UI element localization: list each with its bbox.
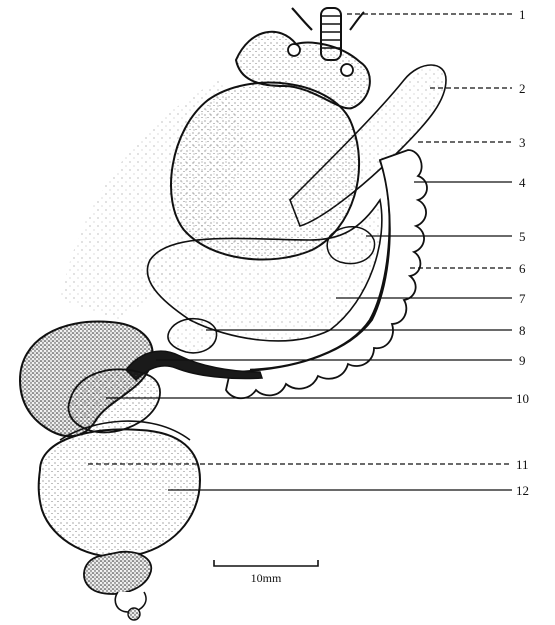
callout-label-3: 3	[519, 135, 526, 150]
callout-labels: 1 2 3 4 5 6 7 8 9 10 11 12	[516, 7, 529, 498]
organ-8	[168, 319, 217, 353]
callout-label-10: 10	[516, 391, 529, 406]
scale-bar: 10mm	[214, 560, 318, 585]
callout-label-12: 12	[516, 483, 529, 498]
scale-bar-label: 10mm	[251, 571, 282, 585]
callout-label-9: 9	[519, 353, 526, 368]
lower-lobe	[39, 429, 200, 557]
callout-label-11: 11	[516, 457, 529, 472]
callout-label-8: 8	[519, 323, 526, 338]
callout-label-1: 1	[519, 7, 526, 22]
coiled-tail	[84, 552, 151, 620]
callout-label-5: 5	[519, 229, 526, 244]
callout-label-2: 2	[519, 81, 526, 96]
callout-label-4: 4	[519, 175, 526, 190]
inner-lobe	[327, 227, 374, 264]
callout-label-6: 6	[519, 261, 526, 276]
callout-label-7: 7	[519, 291, 526, 306]
main-body	[171, 83, 359, 260]
